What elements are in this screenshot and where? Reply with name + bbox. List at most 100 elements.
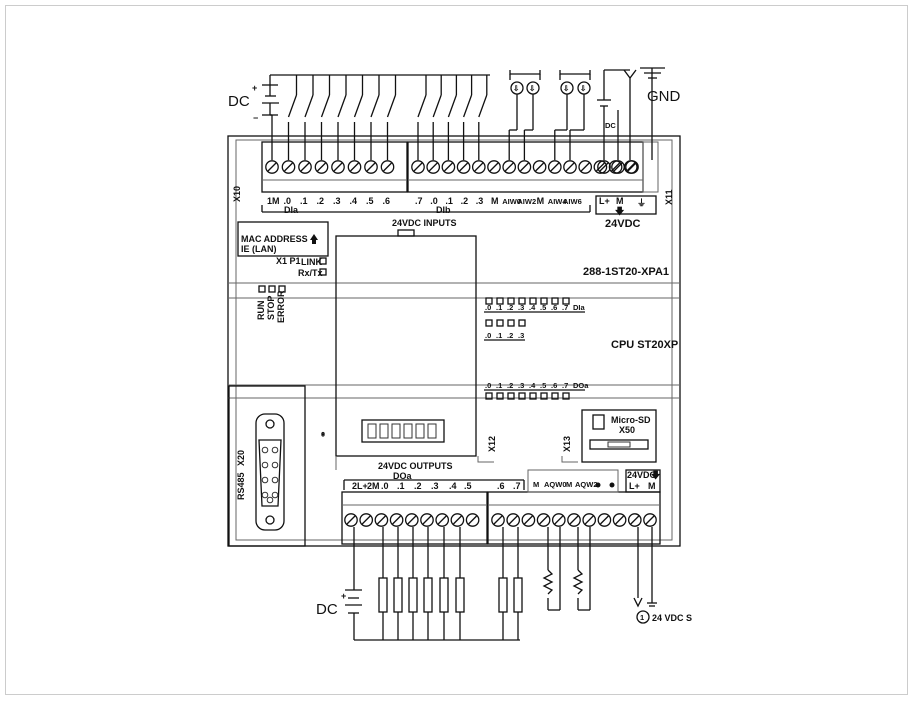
output-label: .6 xyxy=(497,481,505,491)
svg-text:⇩: ⇩ xyxy=(513,84,519,93)
housing-inner xyxy=(235,139,673,541)
terminal-screw xyxy=(536,513,551,527)
housing-outline xyxy=(227,135,681,547)
terminal-screw xyxy=(281,160,296,174)
microsd-slot: Micro-SD X50 xyxy=(581,409,657,463)
terminal-screw xyxy=(582,513,597,527)
input-label: .1 xyxy=(300,196,308,206)
out-power-m: M xyxy=(648,481,656,491)
terminal-screw xyxy=(389,513,404,527)
terminal-screw xyxy=(380,160,395,174)
bottom-terminal-screws xyxy=(344,513,657,527)
gnd-label: GND xyxy=(647,88,681,105)
error-led-label: ERROR xyxy=(276,290,286,323)
power-m-label: M xyxy=(616,196,624,206)
input-label: .2 xyxy=(317,196,325,206)
plus-sign-top: + xyxy=(252,83,257,93)
terminal-screw xyxy=(471,160,486,174)
terminal-screw xyxy=(487,160,501,174)
input-label: 1M xyxy=(267,196,280,206)
top-terminal-block-left xyxy=(261,141,408,193)
out-power-caption: 24VDC xyxy=(627,470,657,480)
io-led-label: .4 xyxy=(529,381,536,390)
terminal-screw xyxy=(551,513,566,527)
input-label: AIW4 xyxy=(548,197,568,206)
out-ground-icon: 🡇 xyxy=(651,470,661,480)
io-led-label: .1 xyxy=(496,331,502,340)
output-label: .1 xyxy=(397,481,405,491)
x20-label: X20 xyxy=(236,450,246,466)
io-led xyxy=(518,392,526,400)
usb-icon: ⚭ xyxy=(318,430,328,438)
io-led xyxy=(507,319,515,327)
terminal-screw xyxy=(521,513,536,527)
note-number: 1 xyxy=(640,613,644,622)
terminal-screw xyxy=(506,513,521,527)
terminal-screw xyxy=(491,513,505,527)
output-label: .7 xyxy=(513,481,521,491)
io-led xyxy=(485,297,493,305)
x10-label: X10 xyxy=(232,186,242,202)
run-led-label: RUN xyxy=(256,301,266,321)
output-labels: 2L+2M.0.1.2.3.4.5.6.7 xyxy=(352,481,521,491)
output-label: 2L+ xyxy=(352,481,368,491)
sensor-note: 1 24 VDC S xyxy=(636,610,692,624)
output-label: .4 xyxy=(449,481,457,491)
io-led xyxy=(562,297,570,305)
io-led xyxy=(551,297,559,305)
status-led xyxy=(278,285,286,293)
input-labels-a: 1M.0.1.2.3.4.5.6 xyxy=(267,196,390,206)
terminal-screw xyxy=(298,160,312,174)
output-label: .5 xyxy=(464,481,472,491)
input-label: M xyxy=(537,196,545,206)
power-terminal-screw xyxy=(611,160,625,174)
svg-text:⇩: ⇩ xyxy=(580,84,586,93)
io-led-label: .1 xyxy=(496,381,502,390)
dc-label-small: DC xyxy=(605,121,616,130)
center-cover xyxy=(335,229,477,470)
io-led-label: .2 xyxy=(507,381,513,390)
io-led-label: DIa xyxy=(573,303,586,312)
terminal-screw xyxy=(314,160,329,174)
terminal-screw xyxy=(411,160,425,174)
analog-output-label: M xyxy=(533,480,539,489)
io-led-label: .3 xyxy=(518,303,524,312)
terminal-screw xyxy=(374,513,389,527)
io-led-label: .3 xyxy=(518,381,524,390)
dib-led-row: .0.1.2.3 xyxy=(485,319,526,340)
dib-group-label: DIb xyxy=(436,205,451,215)
inputs-caption: 24VDC INPUTS xyxy=(392,218,457,228)
mac-address-label: MAC ADDRESS IE (LAN) xyxy=(237,221,329,257)
io-led xyxy=(529,297,537,305)
terminal-screw xyxy=(364,160,378,174)
terminal-screw xyxy=(465,513,480,527)
io-led-label: .1 xyxy=(496,303,502,312)
io-led-label: .7 xyxy=(562,381,568,390)
terminal-screw xyxy=(627,513,642,527)
status-led-group xyxy=(258,285,286,293)
terminal-screw xyxy=(441,160,456,174)
terminal-screw xyxy=(344,513,358,527)
mac-address-text: MAC ADDRESS xyxy=(241,234,308,244)
x11-label: X11 xyxy=(664,189,674,205)
power-caption: 24VDC xyxy=(605,218,641,230)
terminal-screw xyxy=(450,513,465,527)
outputs-caption: 24VDC OUTPUTS xyxy=(378,461,453,471)
ie-lan-text: IE (LAN) xyxy=(241,244,277,254)
bottom-terminal-block-right xyxy=(487,491,661,545)
io-led xyxy=(540,392,548,400)
input-label: .5 xyxy=(366,196,374,206)
note-text: 24 VDC S xyxy=(652,613,692,623)
input-label: AIW0 xyxy=(502,197,521,206)
output-label: .3 xyxy=(431,481,439,491)
output-label: .0 xyxy=(381,481,389,491)
io-led xyxy=(485,319,493,327)
terminal-screw xyxy=(567,513,581,527)
io-led-label: .2 xyxy=(507,331,513,340)
terminal-screw xyxy=(331,160,345,174)
dc-label-top: DC xyxy=(228,93,250,110)
analog-sensor-1: ⇩ ⇩ xyxy=(509,70,541,95)
